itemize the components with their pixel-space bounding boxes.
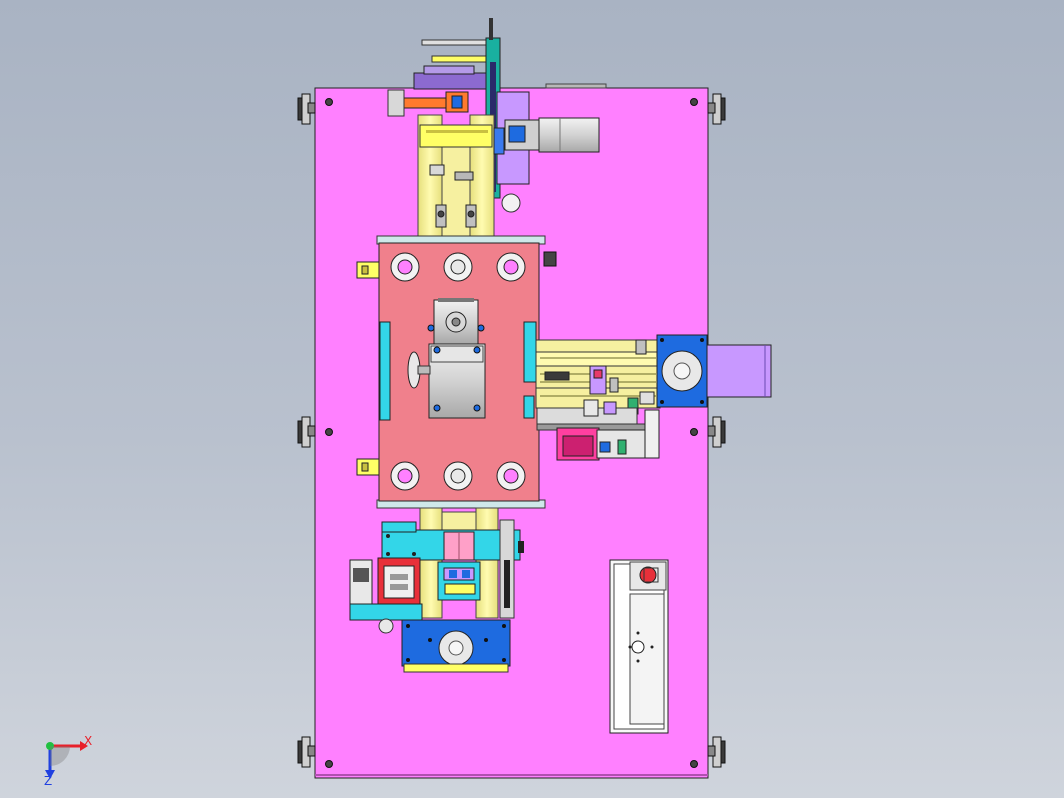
press-handwheel-shaft: [417, 365, 431, 375]
lower-center-blue-1: [449, 570, 457, 578]
top-feed-assembly[interactable]: [387, 18, 607, 241]
lower-cyan-base: [349, 603, 423, 621]
foot-left-mid: [297, 416, 316, 448]
corner-screws: [325, 98, 698, 768]
platen-bushings: [390, 252, 526, 491]
top-yellow-cylinder: [419, 124, 493, 148]
top-round-sensor: [501, 193, 521, 213]
indicator-dot-top: [636, 631, 640, 635]
press-motor-shaft-hub: [451, 317, 461, 327]
lower-center-blue-2: [462, 570, 470, 578]
platen-guide-left: [379, 321, 391, 421]
platen-guide-right: [523, 321, 537, 383]
foot-right-top: [707, 93, 726, 125]
press-motor-flange: [430, 345, 484, 363]
triad-y-dot-icon: [46, 742, 54, 750]
foot-left-bottom: [297, 736, 316, 768]
control-lower-panel: [629, 593, 665, 725]
lower-cylinder: [349, 559, 373, 609]
top-motor-coupling: [508, 125, 526, 143]
leveling-feet[interactable]: [297, 93, 726, 768]
foot-left-top: [297, 93, 316, 125]
right-blue-pulley-hub: [673, 362, 691, 380]
top-rail-center: [441, 139, 471, 241]
control-panel[interactable]: [609, 559, 669, 734]
foot-right-mid: [707, 416, 726, 448]
right-feed-assembly[interactable]: [535, 334, 772, 461]
lower-assembly[interactable]: [349, 507, 524, 673]
lower-rail-center: [441, 511, 477, 533]
platen-side-brackets: [356, 261, 380, 476]
press-motor-bolts: [427, 324, 485, 412]
platen-sensor: [543, 251, 557, 267]
lower-yellow-base: [403, 663, 509, 673]
top-cylinder-rod: [426, 130, 488, 133]
lower-cylinder-cap: [353, 568, 369, 582]
lower-blue-pulley-hub: [448, 640, 464, 656]
top-motor-body[interactable]: [538, 117, 600, 153]
feed-arm: [489, 18, 493, 40]
right-gray-cylinder-2: [644, 409, 660, 459]
indicator-dot-left: [628, 645, 632, 649]
feed-purple-block-2: [423, 65, 475, 75]
right-carriage-bits: [583, 399, 627, 455]
platen-guide-right-low: [523, 395, 535, 419]
emergency-stop-base: [643, 567, 659, 583]
view-triad[interactable]: X Z: [44, 734, 92, 788]
feed-purple-block: [413, 72, 487, 90]
right-purple-chute: [706, 344, 772, 398]
lower-right-rod-slot: [504, 560, 510, 608]
top-blue-bearing: [493, 127, 505, 155]
right-blue-bolts: [660, 338, 704, 404]
top-rod: [421, 39, 491, 46]
triad-shadow: [50, 746, 70, 766]
press-top-cap: [438, 298, 474, 302]
press-platen-assembly[interactable]: [356, 235, 557, 509]
indicator-dot-bottom: [636, 659, 640, 663]
top-rod-2: [431, 55, 491, 63]
emergency-stop-button[interactable]: [639, 566, 657, 584]
lower-sensor: [518, 541, 524, 553]
triad-x-label: X: [84, 734, 92, 748]
top-gray-block: [545, 83, 607, 89]
top-rail-fixtures: [429, 164, 477, 228]
gray-bracket-top: [387, 89, 405, 117]
right-pink-block-dark: [562, 435, 594, 457]
lower-red-clamp-inner: [383, 565, 415, 599]
lower-clamp-slot-1: [390, 574, 408, 580]
right-rail-fixtures: [544, 339, 655, 415]
lower-clamp-slot-2: [390, 584, 408, 590]
indicator-dot-right: [650, 645, 654, 649]
lower-cyan-bar-top: [381, 521, 417, 533]
triad-z-label: Z: [44, 774, 52, 788]
foot-right-bottom: [707, 736, 726, 768]
blue-clip: [451, 95, 463, 109]
lower-center-yellow: [444, 583, 476, 595]
triad-x-arrow-icon: [80, 741, 88, 751]
lower-round-part: [378, 618, 394, 634]
triad-z-arrow-icon: [45, 770, 55, 779]
lower-blue-bolts: [406, 624, 506, 662]
start-button[interactable]: [631, 640, 645, 654]
